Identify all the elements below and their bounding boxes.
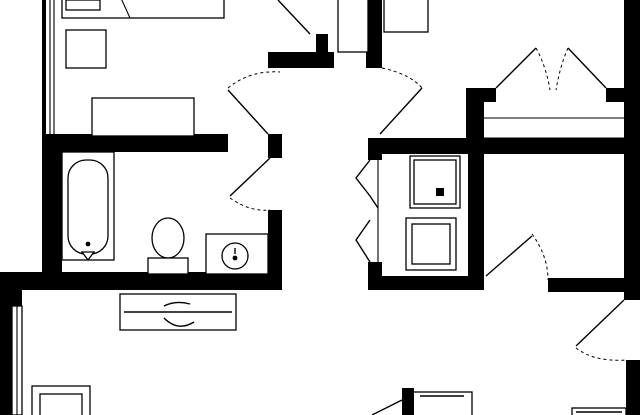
wall-bath-left (42, 134, 62, 274)
nightstand (65, 29, 107, 69)
wall-laundry-left-stub (368, 138, 382, 160)
closet-shelf (337, 0, 369, 53)
wall-bath-right (268, 210, 282, 290)
wall-laundry-left-lower (368, 262, 382, 290)
wall-bath-bottom (20, 272, 282, 290)
bed (61, 0, 225, 19)
living-room (11, 293, 627, 415)
wall-bedroom-bath-stub (268, 134, 282, 158)
wall-bedroom-bath (42, 134, 228, 152)
laundry-bifold-door-lower (355, 219, 371, 263)
bathroom (61, 151, 271, 275)
hallway (355, 67, 423, 263)
laundry-bifold-door (355, 159, 379, 209)
wall-laundry-bottom (368, 276, 484, 290)
closet-box (383, 0, 429, 33)
wall-kitchen-top (548, 278, 640, 292)
toilet (151, 217, 185, 259)
kitchen (371, 388, 627, 415)
toilet-tank (147, 257, 189, 275)
wall-top-center-post (316, 34, 328, 68)
wall-closet-left-top (474, 88, 496, 102)
wall-exterior-right-lower (626, 360, 640, 415)
closet (484, 47, 624, 139)
kitchen-wall (402, 388, 414, 415)
bathtub-basin (67, 159, 109, 255)
bed-pillow (65, 0, 101, 11)
wall-exterior-top-left (42, 0, 46, 134)
wall-top-center-right (366, 0, 382, 68)
wall-laundry-top (368, 138, 640, 154)
laundry (405, 155, 549, 281)
wall-laundry-right (468, 138, 484, 288)
bedroom (49, 0, 429, 137)
dresser (91, 97, 195, 137)
